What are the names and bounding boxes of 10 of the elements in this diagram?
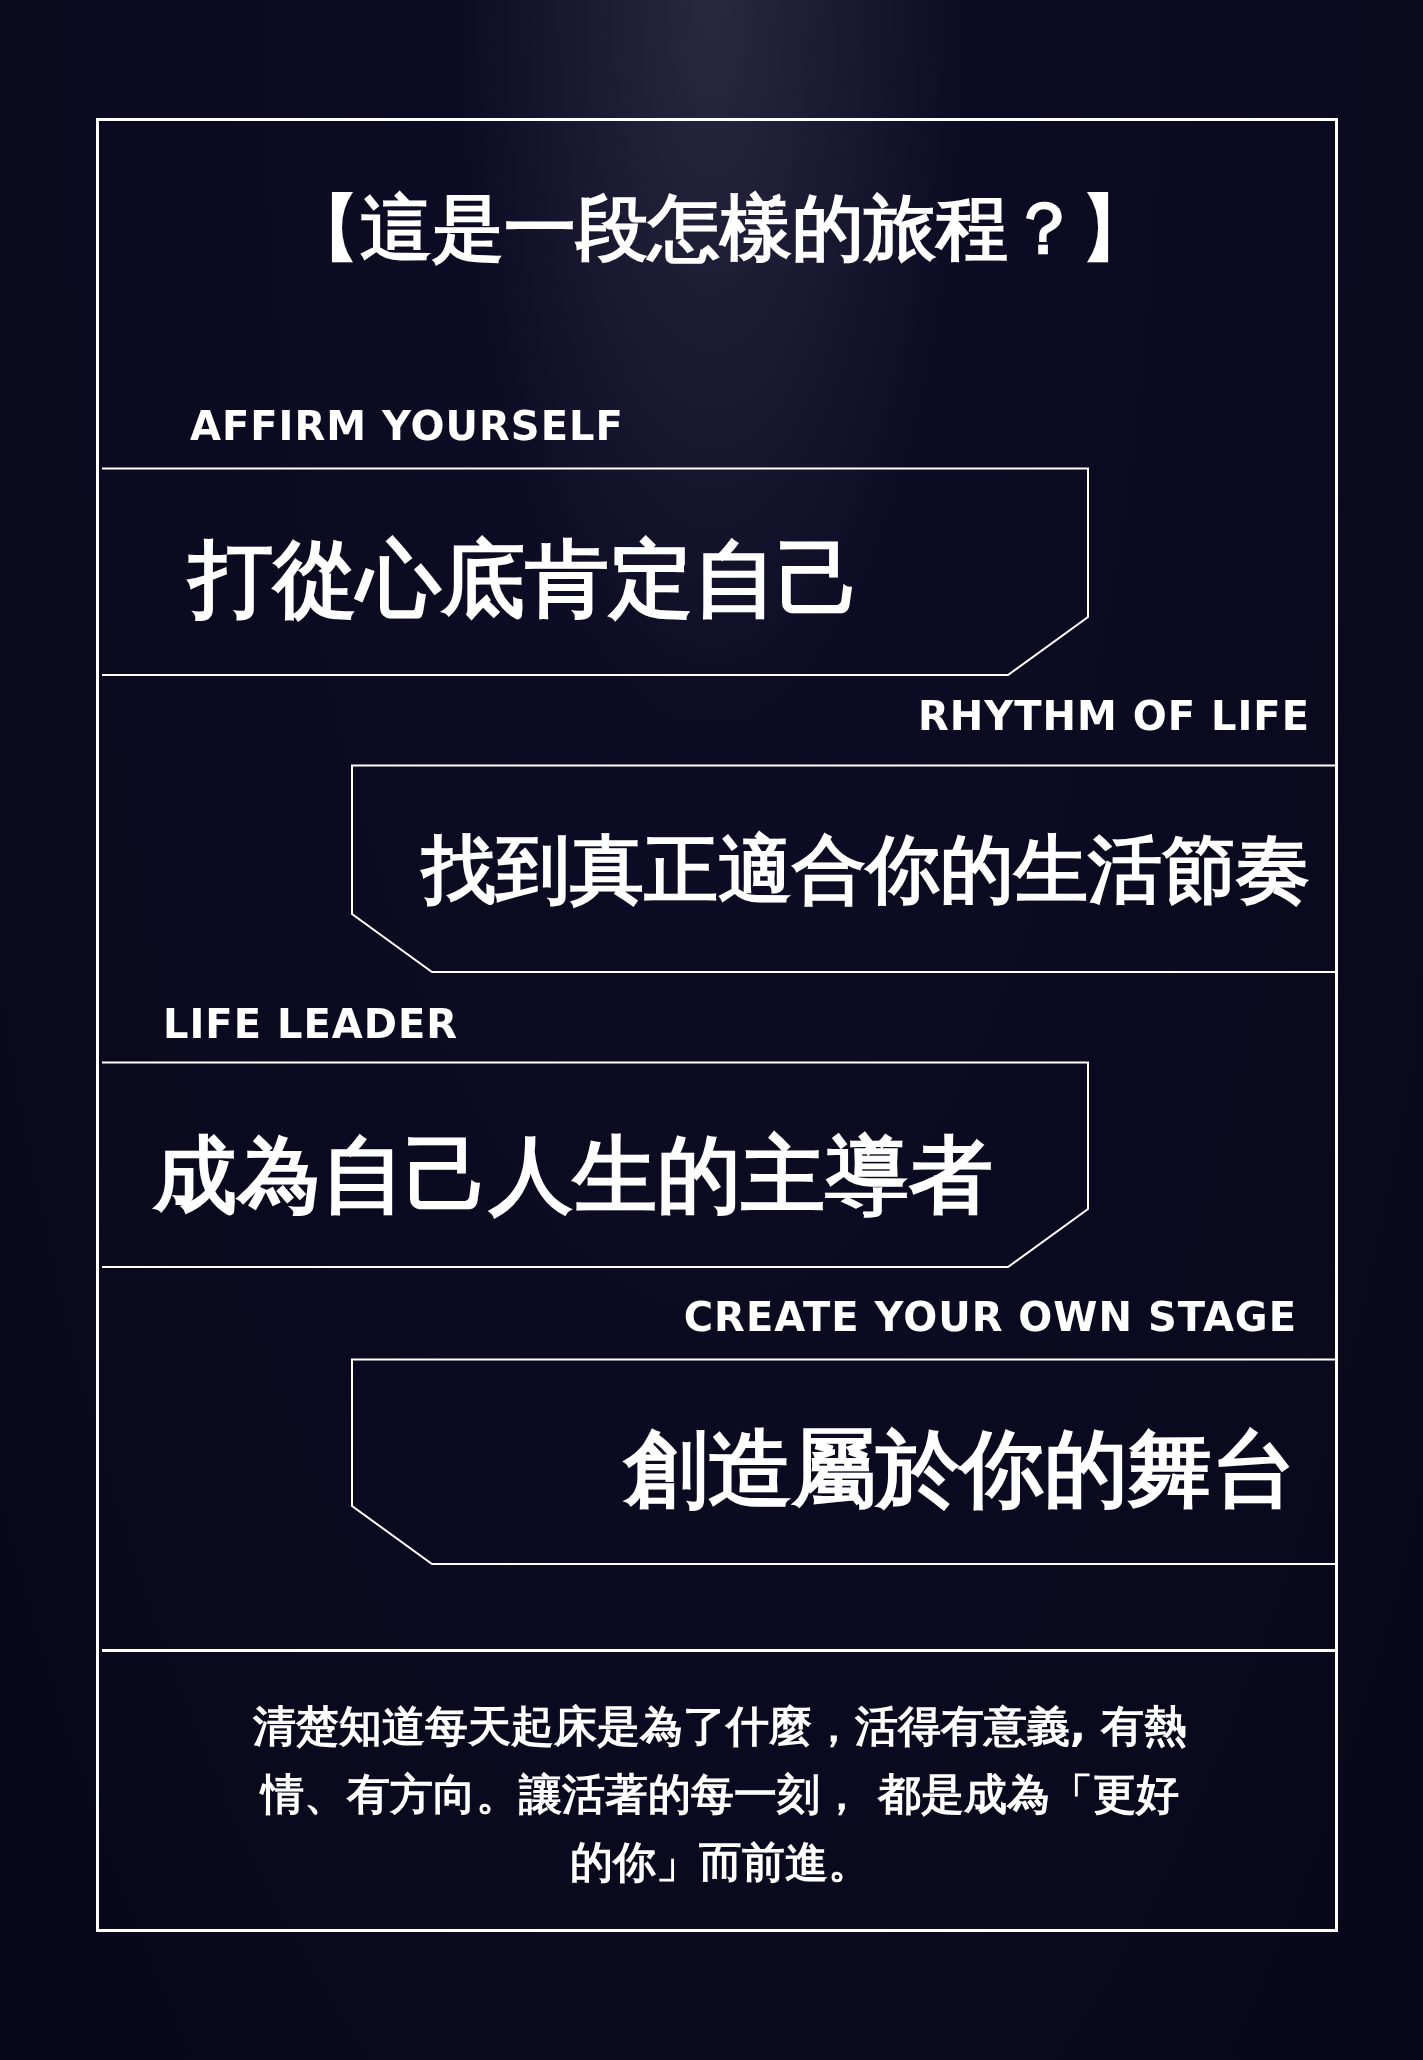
title: 【這是一段怎樣的旅程？】 <box>287 184 1153 272</box>
banner-heading: CREATE YOUR OWN STAGE <box>683 1294 1297 1340</box>
banner-text: 成為自己人生的主導者 <box>153 1125 993 1226</box>
summary-text: 清楚知道每天起床是為了什麼，活得有意義, 有熱情、有方向。讓活著的每一刻， 都是成為「更好的你」而前進。 <box>251 1700 1189 1889</box>
banner-text: 創造屬於你的舞台 <box>624 1419 1296 1520</box>
banner-heading: AFFIRM YOURSELF <box>190 403 624 449</box>
frame-border <box>96 118 1338 1932</box>
banner-text: 找到真正適合你的生活節奏 <box>422 825 1310 914</box>
banner-heading: RHYTHM OF LIFE <box>918 693 1310 739</box>
banner-heading: LIFE LEADER <box>163 1001 459 1047</box>
